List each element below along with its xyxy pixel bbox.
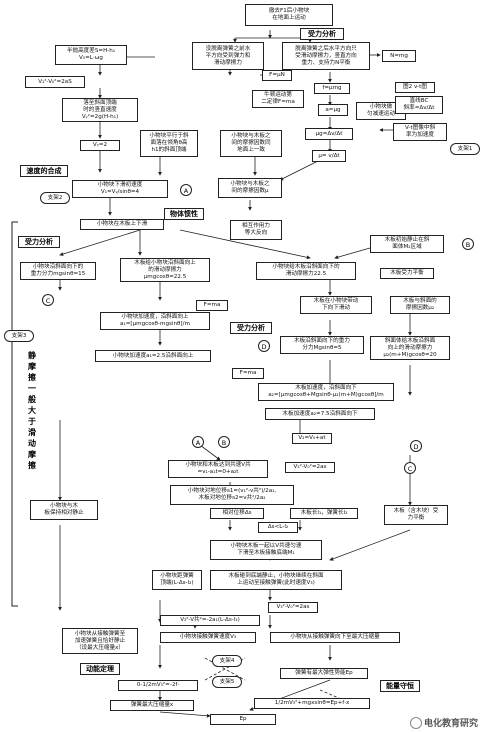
v-at-box: V₂=V₀+at (292, 433, 332, 444)
support2-box[interactable]: 支架2 (40, 192, 70, 204)
velocity-synthesis-label: 速度的合成 (20, 165, 68, 177)
block-parallel-box: 小物块平行于斜 面落在倾角θ高 h1的斜面顶端 (140, 130, 198, 157)
f-umg-box: f=μmg (314, 83, 350, 94)
elastic-pe-box: 弹簧有最大弹性势能Ep (280, 668, 368, 679)
f-ma2-box: F=ma (196, 300, 228, 311)
watermark-text: 电化教育研究 (423, 718, 478, 729)
board-force-balance-box: 木板受力平衡 (380, 268, 434, 279)
slope-friction-box: 斜面体给木板沿斜面 向上的滑动摩擦力 μ₂(m+M)gcosθ=20 (370, 336, 450, 360)
block-board-friction-box: 小物块与木板之 间的摩擦因数同 地面上一致 (220, 130, 282, 157)
board-whole-box: 木板（含木块）受 力平衡 (384, 505, 448, 525)
start-box: 撤去F1后小物块 在地面上运动 (245, 4, 333, 26)
block-board-static-box: 小物块与木 板保持相对静止 (30, 500, 98, 520)
node-d1: D (258, 340, 270, 352)
board-accel-box: 木板加速度，沿斜面向下 a₂=[μmgcosθ+Mgsinθ-μ₂(m+M)gc… (258, 383, 394, 401)
energy-eq-box: 1/2mV₃²+mgxsinθ=Ep+f·x (254, 698, 370, 709)
force-analysis3-label: 受力分析 (230, 322, 272, 334)
board-len-box: 木板长l₁，弹簧长l₂ (290, 508, 358, 519)
ep-box: Ep (210, 714, 276, 725)
node-b2: B (218, 436, 230, 448)
node-b1: B (462, 238, 474, 250)
board-slope-mu-box: 木板与斜面的 摩擦因数μ₂ (390, 296, 450, 314)
work-energy-label: 动能定理 (80, 663, 120, 675)
node-c1: C (42, 294, 54, 306)
vy2-box: Vᵧ=2 (80, 140, 120, 151)
support4-box[interactable]: 支架4 (212, 655, 242, 667)
block-distance-box: 小物块距弹簧 顶端(L-Δs-l₂) (152, 570, 202, 590)
inertia-label: 物体惯性 (164, 208, 204, 220)
n-mg-box: N=mg (382, 50, 416, 62)
block-to-board-box: 小物块给木板沿斜面向下的 滑动摩擦力22.5 (256, 262, 356, 280)
relative-disp-box: 相对位移Δs (210, 508, 264, 519)
support5-box[interactable]: 支架5 (212, 676, 242, 688)
block-compress-box: 小物块从接触弹簧至 加速弹簧且恰好静止 （设最大压缩量x） (62, 628, 138, 654)
static-friction-note: 静摩擦一般大于滑动摩擦 (28, 351, 36, 470)
force-analysis-label: 受力分析 (300, 28, 344, 40)
v-sq2-box: V₂²-V₀²=2as (285, 462, 335, 473)
node-a2: A (192, 436, 204, 448)
f-ma3-box: F=ma (232, 368, 264, 379)
board-friction-up-box: 木板给小物块沿斜面向上 的滑动摩擦力 μmgcosθ=22.5 (120, 258, 210, 282)
block-slide-down-box: 小物块从接触弹簧向下至最大压缩量 (270, 632, 400, 643)
v-squared-eq: V₁²-V₀²=2aS (25, 76, 85, 88)
energy-cons-label: 能量守恒 (380, 680, 420, 692)
before-spring-box: 没脱离弹簧之前水 平方向受到弹力和 滑动摩擦力 (192, 42, 264, 70)
line-bc-box: 直线BC 斜率=Δv/Δt (395, 96, 443, 114)
node-c2: C (404, 462, 416, 474)
board-accel-val-box: 木板加速度a₂=7.5沿斜面向下 (265, 408, 375, 420)
f-un-box: F=μN (262, 70, 292, 81)
vt-chart-label: 图2 v-t图 (395, 82, 435, 93)
initial-speed-box: 小物块下滑初速度 V₁=Vᵧ/sinθ=4 (72, 180, 168, 198)
max-compress-box: 弹簧最大压缩量x (110, 700, 194, 711)
block-accel-val-box: 小物块加速度a₁=2.5沿斜面向上 (95, 350, 211, 362)
displacements-box: 小物块对地位移s1=(v₁²-v共²)/2a₁, 木板对地位移s2=v共²/2a… (170, 485, 294, 505)
ug-slope-box: μg=Δv/Δt (305, 128, 353, 140)
block-accel-up-box: 小物块加速度，沿斜面向上 a₁=[μmgcosθ-mgsinθ]/m (100, 312, 210, 330)
board-down-box: 木板在小物块带动 下向下滑动 (300, 296, 372, 314)
support3-box[interactable]: 支架3 (4, 330, 34, 342)
board-gravity-box: 木板沿斜面向下的重力 分力Mgsinθ=5 (280, 336, 364, 354)
force-analysis2-label: 受力分析 (18, 236, 60, 248)
node-d2: D (410, 440, 422, 452)
after-spring-box: 脱离弹簧之后水平方向只 受滑动摩擦力，竖直方向 重力、支持力N平衡 (282, 42, 370, 70)
board-static-box: 木板初始静止在斜 面体M₂区域 (370, 235, 444, 253)
newton-box: 牛顿运动第 二定律F=ma (252, 90, 304, 108)
together-slide-box: 小物块木板一起以V共速匀速 下滑至木板接触底端M₁ (210, 540, 322, 560)
common-speed-box: 小物块和木板达到共速V共 =v₁-a₁t=0+a₂t (168, 460, 268, 478)
v3-eq-box: V₃²-V共²=-2a₁(L-Δs-l₂) (160, 615, 260, 626)
vy-box: 落至斜面顶端 时的竖直速度 Vᵧ²=2g(H-h₁) (62, 98, 138, 122)
slide-h-box: 半抛高度差S=H-h₁ V₀=L·ωg (55, 45, 127, 65)
mu-box: μ= v/Δt (312, 150, 346, 162)
along-slope-box: 小物块沿斜面向下的 重力分力mgsinθ=15 (20, 262, 96, 280)
ds-cond-box: Δs<L-l₂ (258, 522, 298, 533)
board-friction-box: 小物块与木板之 间的摩擦因数μ (218, 178, 282, 198)
interaction-box: 相互作用力 等大反向 (230, 220, 282, 240)
ke-eq-box: 0-1/2mV₃²=-2f· (118, 680, 198, 691)
node-a1: A (180, 184, 192, 196)
vt-slope-box: V-t图像中斜 率为加速度 (393, 123, 447, 141)
wechat-icon (409, 717, 422, 729)
watermark: 电化教育研究 (409, 716, 478, 729)
support1-box[interactable]: 支架1 (450, 143, 480, 155)
spring-speed-box: 小物块接触弹簧速度V₃ (160, 632, 256, 643)
board-stop-box: 木板碰到底端静止，小物块继续在斜面 上运动至接触弹簧(此时速度V₃) (210, 570, 342, 590)
v-sq3-box: V₃²-V₀²=2as (268, 602, 318, 613)
block-slide-box: 小物块在木板上下滑 (80, 219, 164, 230)
a-ug-box: a=μg (318, 104, 348, 116)
